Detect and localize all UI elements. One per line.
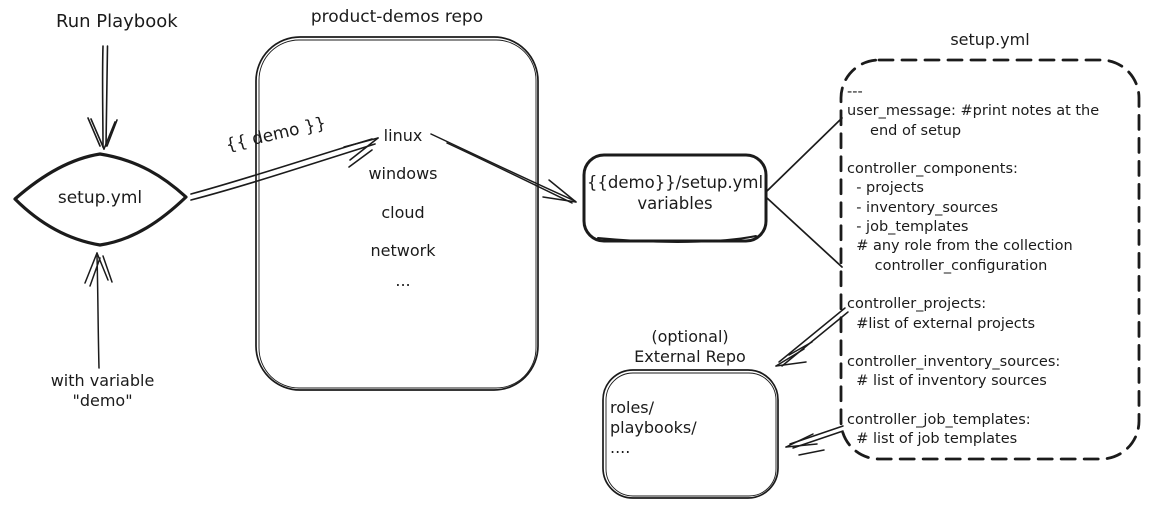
- arrow-demo: [190, 137, 379, 201]
- repo-item-linux: linux: [383, 126, 423, 145]
- arrow-linux-to-variables: [430, 133, 577, 204]
- external-repo-rect: [602, 369, 779, 499]
- diamond-label: setup.yml: [57, 188, 143, 208]
- diamond-setup-yml: [13, 152, 188, 247]
- line-variables-to-setup-top: [766, 117, 843, 192]
- variables-rect: [582, 153, 768, 243]
- repo-item-network: network: [370, 241, 436, 260]
- variables-box-label: {{demo}}/setup.yml variables: [586, 173, 764, 213]
- repo-item-windows: windows: [368, 164, 438, 183]
- external-repo-content: roles/ playbooks/ ....: [610, 398, 697, 457]
- arrow-with-variable: [84, 252, 113, 369]
- repo-title: product-demos repo: [310, 7, 484, 27]
- arrow-setup-to-external-top: [775, 307, 849, 367]
- run-playbook-label: Run Playbook: [56, 11, 178, 32]
- repo-rect: [255, 36, 539, 391]
- line-variables-to-setup-bottom: [766, 197, 843, 268]
- setup-yml-content: --- user_message: #print notes at the en…: [847, 84, 1100, 448]
- with-variable-label: with variable "demo": [50, 371, 155, 410]
- arrow-run-playbook: [87, 45, 118, 150]
- repo-item-cloud: cloud: [381, 203, 425, 222]
- setup-yml-title: setup.yml: [950, 30, 1030, 49]
- external-repo-title: (optional) External Repo: [634, 327, 746, 366]
- setup-yml-dashed-rect: [839, 58, 1141, 461]
- arrow-setup-to-external-bottom: [785, 425, 844, 456]
- repo-item-ellipsis: ...: [395, 271, 411, 290]
